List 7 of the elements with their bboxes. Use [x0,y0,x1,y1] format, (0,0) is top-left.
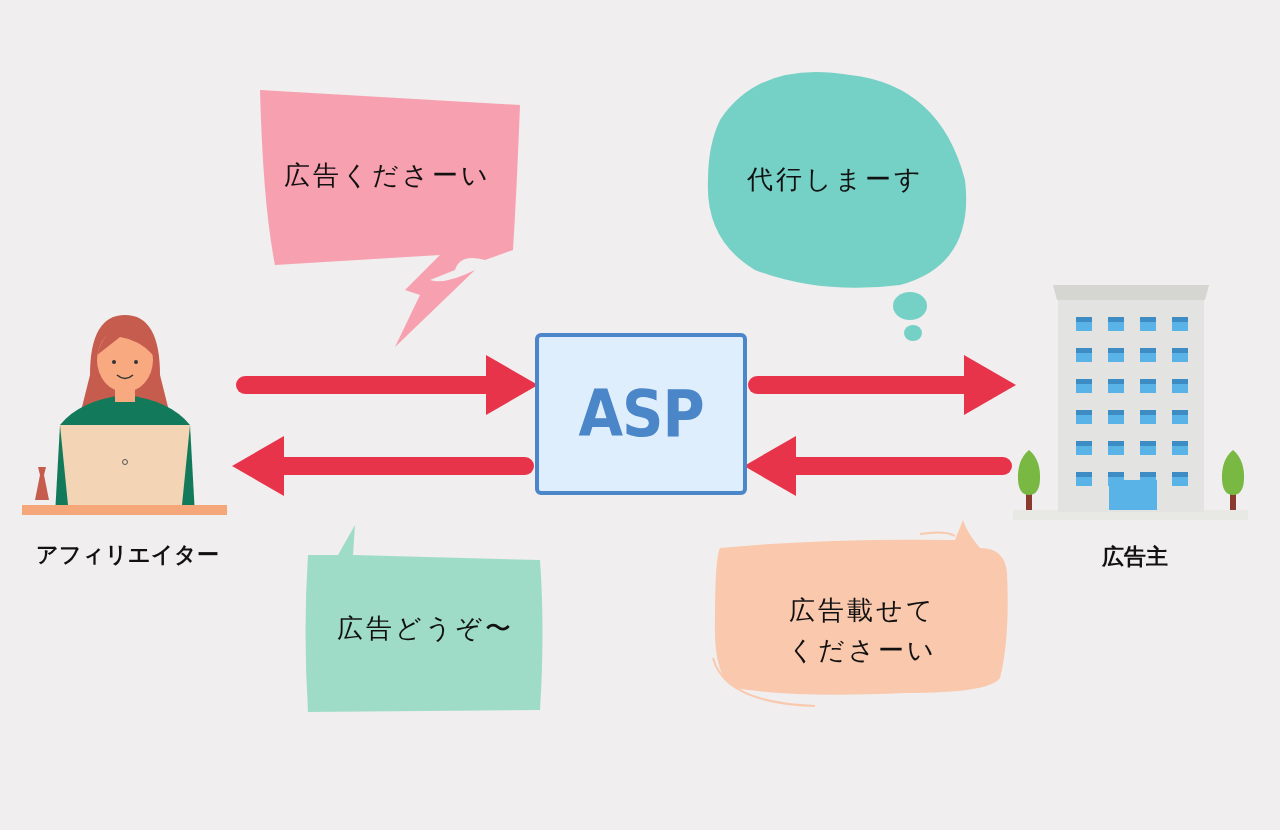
advertiser-label: 広告主 [1101,543,1169,571]
asp-box: ASP [535,333,747,495]
bubble-text: 広告くださーい [283,160,492,192]
bubble-text: 代行しまーす [745,163,925,196]
bubble-text: 広告載せてくださーい [786,594,938,668]
bubble-text: 広告どうぞ〜 [335,613,515,645]
person-label: アフィリエイター [34,541,220,569]
